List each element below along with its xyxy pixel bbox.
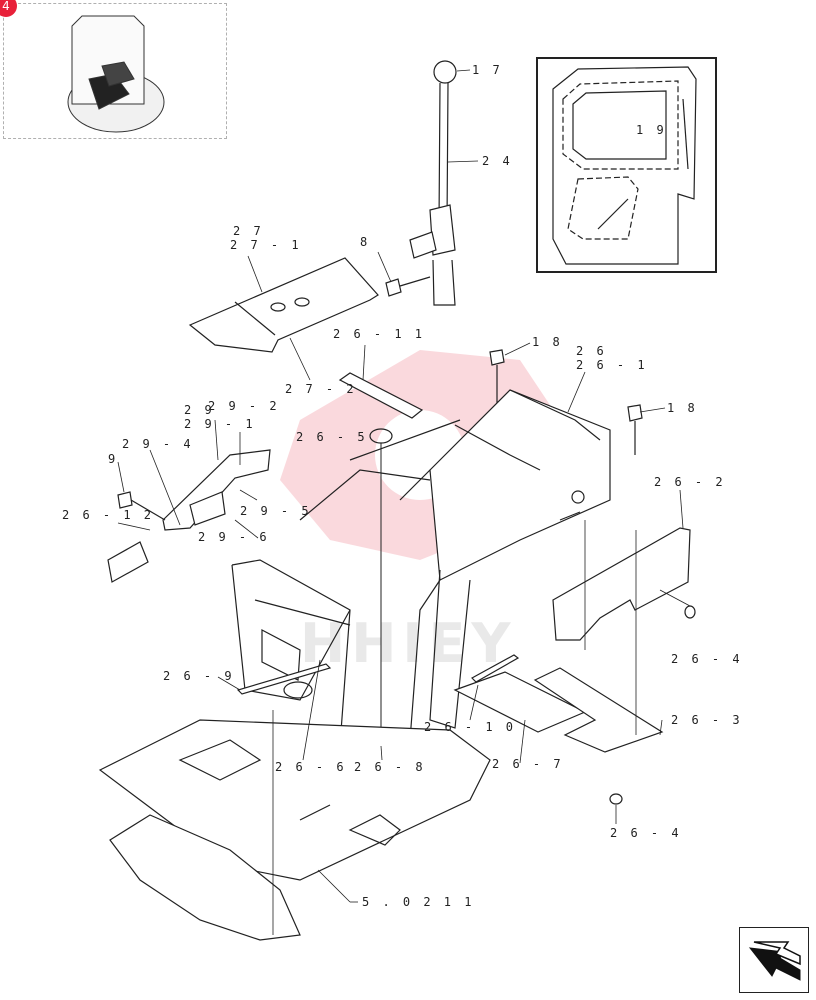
callout-26-9[interactable]: 2 6 - 9 xyxy=(163,669,235,683)
callout-26-11[interactable]: 2 6 - 1 1 xyxy=(333,327,426,341)
cab-door-detail-inset: 1 9 xyxy=(536,57,717,273)
callout-26-7[interactable]: 2 6 - 7 xyxy=(492,757,564,771)
grommet-26-4-b xyxy=(609,793,623,805)
callout-19[interactable]: 1 9 xyxy=(636,123,667,137)
callout-29-4[interactable]: 2 9 - 4 xyxy=(122,437,194,451)
panel-26-2 xyxy=(552,527,691,641)
callout-29-5[interactable]: 2 9 - 5 xyxy=(240,504,312,518)
callout-27-1[interactable]: 2 7 - 1 xyxy=(230,238,302,252)
callout-26-12[interactable]: 2 6 - 1 2 xyxy=(62,508,155,522)
callout-8[interactable]: 8 xyxy=(360,235,371,249)
mat-26-3 xyxy=(533,667,664,753)
callout-18-a[interactable]: 1 8 xyxy=(532,335,563,349)
callout-24[interactable]: 2 4 xyxy=(482,154,513,168)
callout-26-5[interactable]: 2 6 - 5 xyxy=(296,430,368,444)
callout-27-2[interactable]: 2 7 - 2 xyxy=(285,382,357,396)
callout-29[interactable]: 2 9 xyxy=(184,403,215,417)
callout-26-1[interactable]: 2 6 - 1 xyxy=(576,358,648,372)
callout-26-6[interactable]: 2 6 - 6 xyxy=(275,760,347,774)
callout-29-2[interactable]: 2 9 - 2 xyxy=(208,399,280,413)
cab-door-outline xyxy=(552,66,697,265)
leader-lines xyxy=(117,69,691,935)
cab-floor-5-0211 xyxy=(98,719,491,941)
grommet-26-4-a xyxy=(684,605,696,619)
callout-26-4-b[interactable]: 2 6 - 4 xyxy=(610,826,682,840)
callout-5-0211[interactable]: 5 . 0 2 1 1 xyxy=(362,895,475,909)
callout-29-6[interactable]: 2 9 - 6 xyxy=(198,530,270,544)
callout-27[interactable]: 2 7 xyxy=(233,224,264,238)
bolt-18-b xyxy=(627,404,643,455)
callout-17[interactable]: 1 7 xyxy=(472,63,503,77)
callout-29-1[interactable]: 2 9 - 1 xyxy=(184,417,256,431)
page-badge: 4 xyxy=(0,0,17,17)
bolt-9 xyxy=(117,491,166,521)
bracket-29 xyxy=(162,449,271,531)
callout-9[interactable]: 9 xyxy=(108,452,119,466)
ring-26-5 xyxy=(369,428,393,444)
callout-26-2[interactable]: 2 6 - 2 xyxy=(654,475,726,489)
rod-26-10 xyxy=(471,654,520,683)
callout-18-b[interactable]: 1 8 xyxy=(667,401,698,415)
plate-26-12 xyxy=(107,541,149,583)
overview-thumbnail[interactable]: 4 xyxy=(0,0,227,139)
strip-26-11 xyxy=(338,372,424,419)
lower-console-body xyxy=(231,559,441,749)
watermark-text: HHIEY xyxy=(300,612,517,675)
callout-26-8[interactable]: 2 6 - 8 xyxy=(354,760,426,774)
callout-26-10[interactable]: 2 6 - 1 0 xyxy=(424,720,517,734)
bolt-8 xyxy=(385,276,431,297)
callout-26-3[interactable]: 2 6 - 3 xyxy=(671,713,743,727)
shift-lever xyxy=(409,60,457,306)
cab-overview-thumbnail-icon xyxy=(67,15,165,133)
next-page-arrow-icon xyxy=(748,941,801,981)
callout-26-4-a[interactable]: 2 6 - 4 xyxy=(671,652,743,666)
rod-26-9 xyxy=(236,663,332,695)
next-page-button[interactable] xyxy=(739,927,809,993)
callout-26[interactable]: 2 6 xyxy=(576,344,607,358)
floor-plate-27 xyxy=(188,257,379,353)
